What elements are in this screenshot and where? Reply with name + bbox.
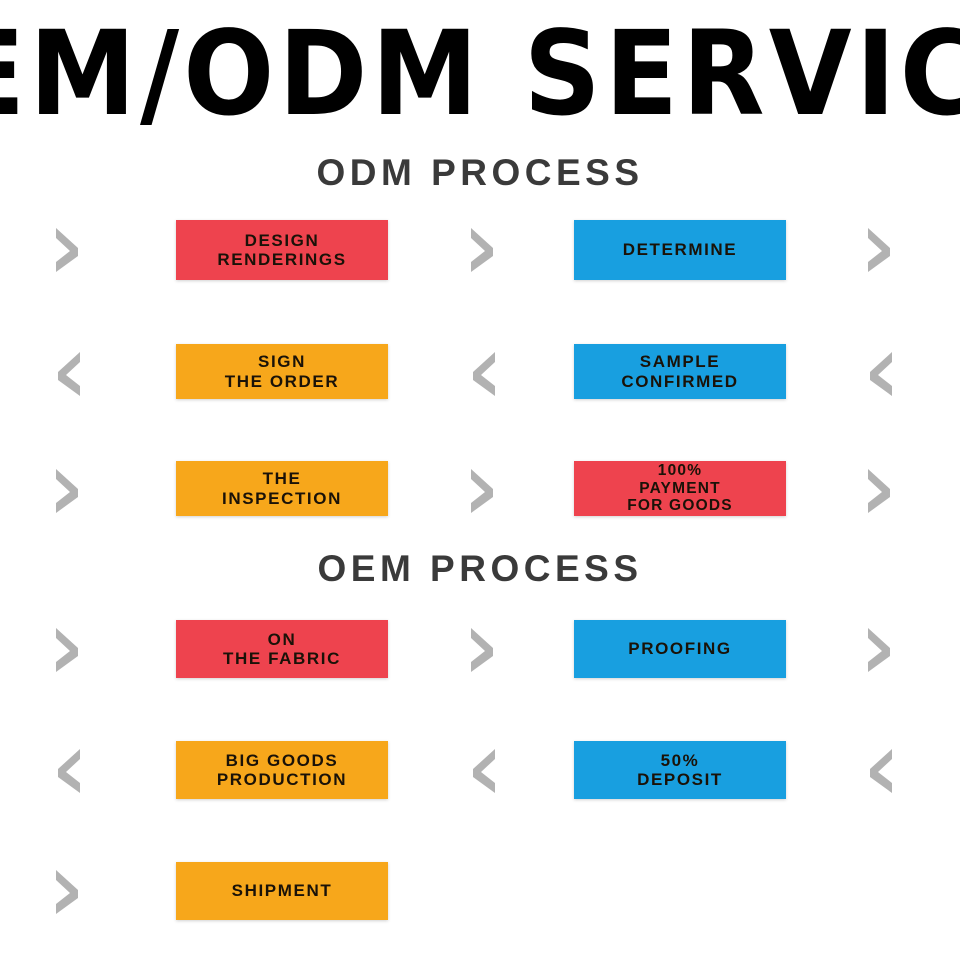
process-row-oem-1: ON THE FABRIC PROOFING [0, 620, 960, 700]
process-row-odm-2: SIGN THE ORDER SAMPLE CONFIRMED [0, 344, 960, 424]
process-box-proofing[interactable]: PROOFING [574, 620, 786, 678]
process-box-line: INSPECTION [222, 488, 342, 508]
process-box-line: DETERMINE [622, 240, 738, 260]
chevron-left-icon [463, 348, 503, 400]
chevron-right-icon [860, 224, 900, 276]
chevron-left-icon [860, 348, 900, 400]
process-box-line: FOR GOODS [627, 497, 733, 515]
chevron-left-icon [48, 745, 88, 797]
process-row-odm-1: DESIGN RENDERINGS DETERMINE [0, 220, 960, 300]
process-box-line: THE ORDER [224, 371, 340, 391]
chevron-right-icon [48, 465, 88, 517]
process-box-determine[interactable]: DETERMINE [574, 220, 786, 280]
chevron-right-icon [463, 624, 503, 676]
process-box-line: DEPOSIT [637, 770, 723, 789]
chevron-right-icon [48, 224, 88, 276]
process-box-line: 100% [657, 462, 703, 480]
process-box-line: PROOFING [628, 639, 732, 659]
process-box-on-the-fabric[interactable]: ON THE FABRIC [176, 620, 388, 678]
process-box-sample-confirmed[interactable]: SAMPLE CONFIRMED [574, 344, 786, 399]
chevron-right-icon [860, 624, 900, 676]
process-box-line: BIG GOODS [225, 750, 339, 770]
process-box-line: DESIGN [244, 230, 320, 250]
process-box-line: ON [267, 629, 297, 649]
process-box-100-payment-for-goods[interactable]: 100% PAYMENT FOR GOODS [574, 461, 786, 516]
process-box-big-goods-production[interactable]: BIG GOODS PRODUCTION [176, 741, 388, 799]
process-box-50-deposit[interactable]: 50% DEPOSIT [574, 741, 786, 799]
process-box-line: PAYMENT [639, 479, 721, 497]
chevron-right-icon [463, 465, 503, 517]
chevron-right-icon [463, 224, 503, 276]
process-box-sign-the-order[interactable]: SIGN THE ORDER [176, 344, 388, 399]
process-box-line: CONFIRMED [621, 371, 739, 391]
process-box-line: PRODUCTION [216, 770, 348, 789]
process-box-line: SHIPMENT [231, 881, 333, 901]
chevron-right-icon [48, 624, 88, 676]
chevron-left-icon [48, 348, 88, 400]
chevron-left-icon [463, 745, 503, 797]
section-heading-oem: OEM PROCESS [317, 548, 643, 589]
process-row-odm-3: THE INSPECTION 100% PAYMENT FOR GOODS [0, 461, 960, 541]
process-box-shipment[interactable]: SHIPMENT [176, 862, 388, 920]
process-box-line: RENDERINGS [217, 250, 347, 269]
section-heading-odm: ODM PROCESS [316, 152, 644, 193]
chevron-left-icon [860, 745, 900, 797]
process-box-line: SIGN [258, 352, 306, 372]
page-title: EM/ODM SERVIC [0, 5, 960, 140]
process-box-the-inspection[interactable]: THE INSPECTION [176, 461, 388, 516]
chevron-right-icon [860, 465, 900, 517]
process-box-design-renderings[interactable]: DESIGN RENDERINGS [176, 220, 388, 280]
process-row-oem-2: BIG GOODS PRODUCTION 50% DEPOSIT [0, 741, 960, 821]
chevron-right-icon [48, 866, 88, 918]
process-box-line: THE FABRIC [223, 649, 341, 668]
process-row-oem-3: SHIPMENT [0, 862, 960, 942]
process-box-line: 50% [660, 750, 700, 770]
banner-title-area: EM/ODM SERVIC [0, 0, 960, 140]
process-box-line: THE [262, 469, 302, 489]
process-box-line: SAMPLE [639, 352, 721, 372]
